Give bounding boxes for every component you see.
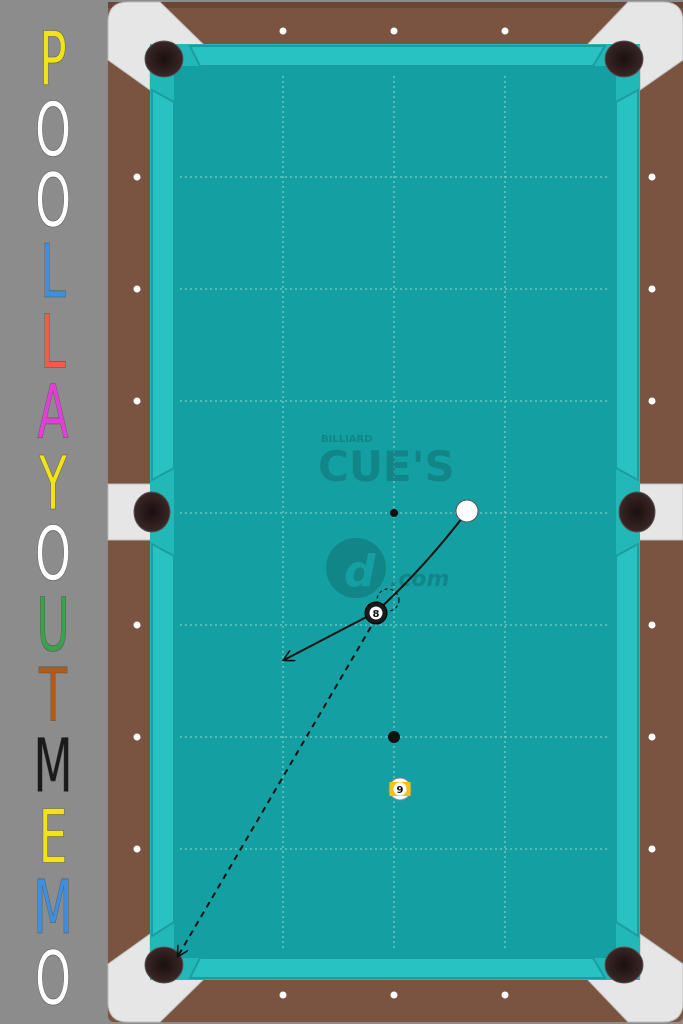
pocket-hole: [144, 946, 184, 984]
head-spot: [390, 509, 398, 517]
title-letter: M: [33, 865, 73, 952]
pocket-hole: [604, 946, 644, 984]
watermark-logo: BILLIARD CUE'S d .com: [318, 434, 455, 598]
watermark-domain-suffix: .com: [390, 567, 449, 592]
cue-ball-deflection-arrow: [284, 611, 377, 660]
rail-diamond: [648, 173, 656, 181]
title-letter: O: [35, 511, 71, 598]
rail-diamond: [501, 991, 509, 999]
cue-ball[interactable]: [455, 499, 479, 523]
eight-ball[interactable]: 8: [364, 601, 388, 625]
title-letter: U: [36, 582, 70, 669]
rail-diamond: [279, 27, 287, 35]
rail-diamond: [133, 397, 141, 405]
rail-diamond: [133, 621, 141, 629]
title-letter: O: [35, 935, 71, 1022]
title-letter: P: [39, 16, 67, 103]
pocket-hole: [618, 491, 656, 533]
watermark-d-circle: [326, 538, 386, 598]
rail-diamond: [501, 27, 509, 35]
nine-ball-label: 9: [397, 785, 404, 796]
pocket-hole: [604, 40, 644, 78]
title-letter: A: [37, 370, 68, 457]
nine-ball[interactable]: 9: [388, 777, 412, 801]
rail-diamond: [279, 991, 287, 999]
title-letter: E: [39, 794, 68, 881]
rail-diamond: [648, 285, 656, 293]
rail-diamond: [390, 991, 398, 999]
rail-diamond: [133, 845, 141, 853]
foot-spot: [388, 731, 400, 743]
cue-ball-path: [375, 512, 467, 613]
rail-diamond: [133, 733, 141, 741]
title-letter: L: [40, 228, 66, 315]
watermark-brand-large: CUE'S: [318, 442, 455, 491]
watermark-d-glyph: d: [344, 546, 376, 597]
rail-diamond: [648, 397, 656, 405]
watermark-brand-small: BILLIARD: [321, 434, 373, 445]
rail-diamond: [390, 27, 398, 35]
title-letter: M: [33, 723, 73, 810]
title-letter: T: [38, 652, 67, 739]
pocket-hole: [144, 40, 184, 78]
rail-top-edge: [108, 2, 683, 8]
eight-ball-path-arrow: [178, 607, 383, 956]
rail-diamond: [648, 621, 656, 629]
title-letter: O: [35, 158, 71, 245]
pockets: [133, 40, 656, 984]
pocket-hole: [133, 491, 171, 533]
rail-diamond: [648, 845, 656, 853]
eight-ball-label: 8: [373, 609, 380, 620]
ghost-ball: [376, 588, 400, 612]
title-letter: L: [40, 299, 66, 386]
title-letter: Y: [38, 440, 67, 527]
title-letter: O: [35, 87, 71, 174]
rail-diamond: [133, 173, 141, 181]
rail-diamond: [133, 285, 141, 293]
rail-diamond: [648, 733, 656, 741]
rail-diamonds: [133, 27, 656, 999]
